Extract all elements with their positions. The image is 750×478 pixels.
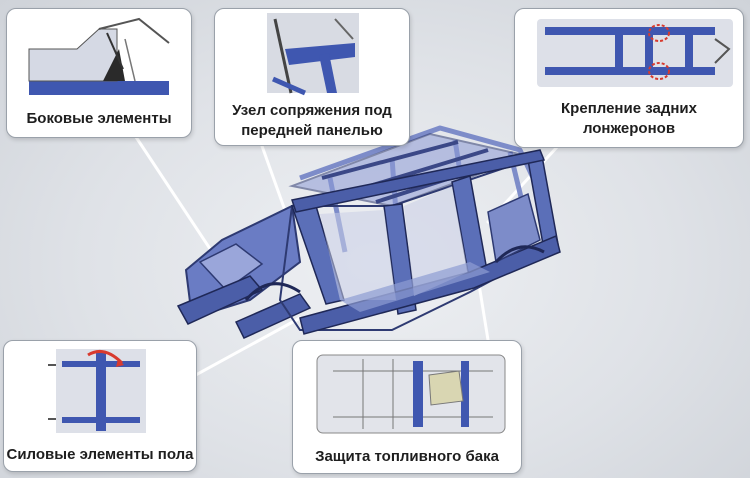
front-panel-joint-illustration (267, 13, 359, 96)
front-panel-joint-label-2: передней панелью (241, 122, 383, 139)
rear-spars-illustration (537, 19, 733, 87)
floor-elements-illustration (48, 349, 146, 433)
callout-rear-spars-mount: Крепление задних лонжеронов (514, 8, 744, 148)
callout-side-elements: Боковые элементы (6, 8, 192, 138)
fuel-tank-illustration (316, 354, 506, 434)
side-elements-label: Боковые элементы (26, 110, 172, 127)
leader-tank (476, 276, 490, 342)
floor-elements-label: Силовые элементы пола (6, 446, 194, 463)
rear-spars-label-1: Крепление задних (561, 100, 697, 117)
side-elements-illustration (28, 17, 170, 95)
fuel-tank-label: Защита топливного бака (315, 448, 499, 465)
callout-front-panel-joint: Узел сопряжения под передней панелью (214, 8, 410, 146)
front-panel-joint-label-1: Узел сопряжения под (232, 102, 392, 119)
callout-floor-power-elements: Силовые элементы пола (3, 340, 197, 472)
callout-fuel-tank-protection: Защита топливного бака (292, 340, 522, 474)
rear-spars-label-2: лонжеронов (582, 120, 676, 137)
car-body-illustration (176, 125, 561, 339)
